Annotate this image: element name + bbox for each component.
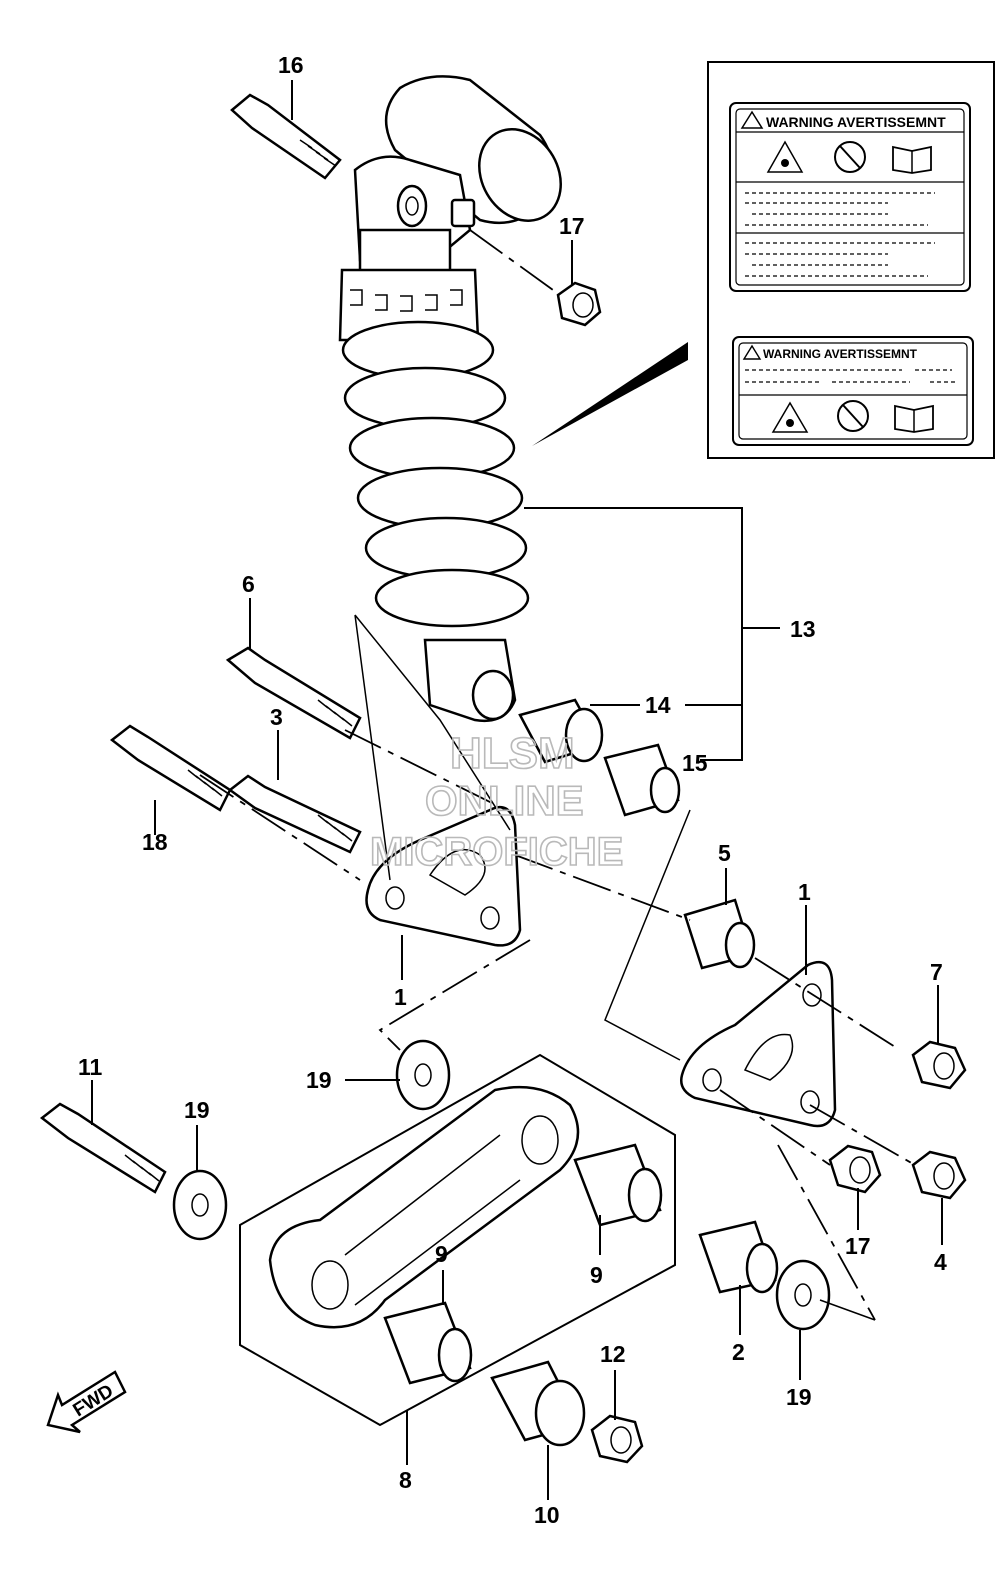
collar-5[interactable] [683,898,756,970]
explosion-hazard-icon [766,140,804,173]
callout-3: 3 [270,704,283,730]
callout-11: 11 [78,1054,103,1080]
warning-triangle-icon [742,344,762,360]
callout-19-left: 19 [184,1097,210,1123]
rear-shock-absorber[interactable] [338,75,577,723]
callout-1-left: 1 [394,984,407,1010]
callout-17-upper: 17 [559,213,585,239]
bracket-1-right[interactable] [680,960,837,1128]
callout-10: 10 [534,1502,560,1528]
nut-7[interactable] [911,1040,967,1090]
manual-book-icon [894,404,934,433]
bolt-18[interactable] [109,724,232,812]
nut-4[interactable] [911,1150,967,1200]
cushion-rod-8[interactable] [268,1085,580,1329]
callout-19-center: 19 [306,1067,332,1093]
watermark-line-1: HLSM [450,729,575,778]
watermark-line-3: MICROFICHE [370,830,623,874]
washer-19-right[interactable] [775,1259,831,1331]
nut-17-lower[interactable] [828,1144,882,1194]
callout-9-right: 9 [590,1262,603,1288]
callout-9-left: 9 [435,1241,448,1267]
warning-label-2-title: WARNING AVERTISSEMNT [763,347,918,361]
leader-lines [91,80,943,1500]
warning-label-1-title: WARNING AVERTISSEMNT [766,114,946,130]
collar-10[interactable] [490,1360,586,1447]
warning-label-2: WARNING AVERTISSEMNT [732,336,974,446]
callout-6: 6 [242,571,255,597]
callout-5: 5 [718,840,731,866]
no-flame-icon [837,400,869,432]
callout-17-lower: 17 [845,1233,871,1259]
collar-15[interactable] [603,743,681,817]
washer-19-center[interactable] [395,1039,451,1111]
callout-12: 12 [600,1341,626,1367]
callout-numbers: 16 17 6 3 18 13 14 15 5 1 7 1 19 11 19 1… [78,52,947,1528]
callout-4: 4 [934,1249,947,1275]
callout-14: 14 [645,692,671,718]
bolt-16[interactable] [230,93,342,180]
washer-19-left[interactable] [172,1169,228,1241]
explosion-hazard-icon [771,401,809,433]
callout-15: 15 [682,750,708,776]
watermark-line-2: ONLINE [425,777,584,824]
nut-17-upper[interactable] [556,281,602,327]
manual-book-icon [892,145,932,174]
bolt-11[interactable] [39,1102,167,1194]
nut-12[interactable] [590,1414,644,1464]
callout-8: 8 [399,1467,412,1493]
bearing-9-right[interactable] [573,1143,663,1227]
warning-label-panel: WARNING AVERTISSEMNT [532,61,995,459]
warning-label-1: WARNING AVERTISSEMNT [729,102,971,292]
bracket-1-left[interactable] [365,805,522,947]
forward-direction-arrow: FWD [46,1370,127,1434]
alignment-lines [199,229,916,1321]
callout-19-right: 19 [786,1384,812,1410]
no-flame-icon [834,141,866,173]
callout-7: 7 [930,959,943,985]
bearing-9-left[interactable] [383,1301,473,1385]
callout-16: 16 [278,52,304,78]
warning-triangle-icon [740,110,764,129]
callout-18: 18 [142,829,168,855]
callout-1-right: 1 [798,879,811,905]
bushing-14[interactable] [518,698,604,764]
callout-2: 2 [732,1339,745,1365]
callout-13: 13 [790,616,816,642]
bolt-6[interactable] [225,646,362,740]
bolt-3[interactable] [227,774,362,854]
watermark: HLSM ONLINE MICROFICHE [369,728,624,875]
collar-2[interactable] [698,1220,779,1294]
